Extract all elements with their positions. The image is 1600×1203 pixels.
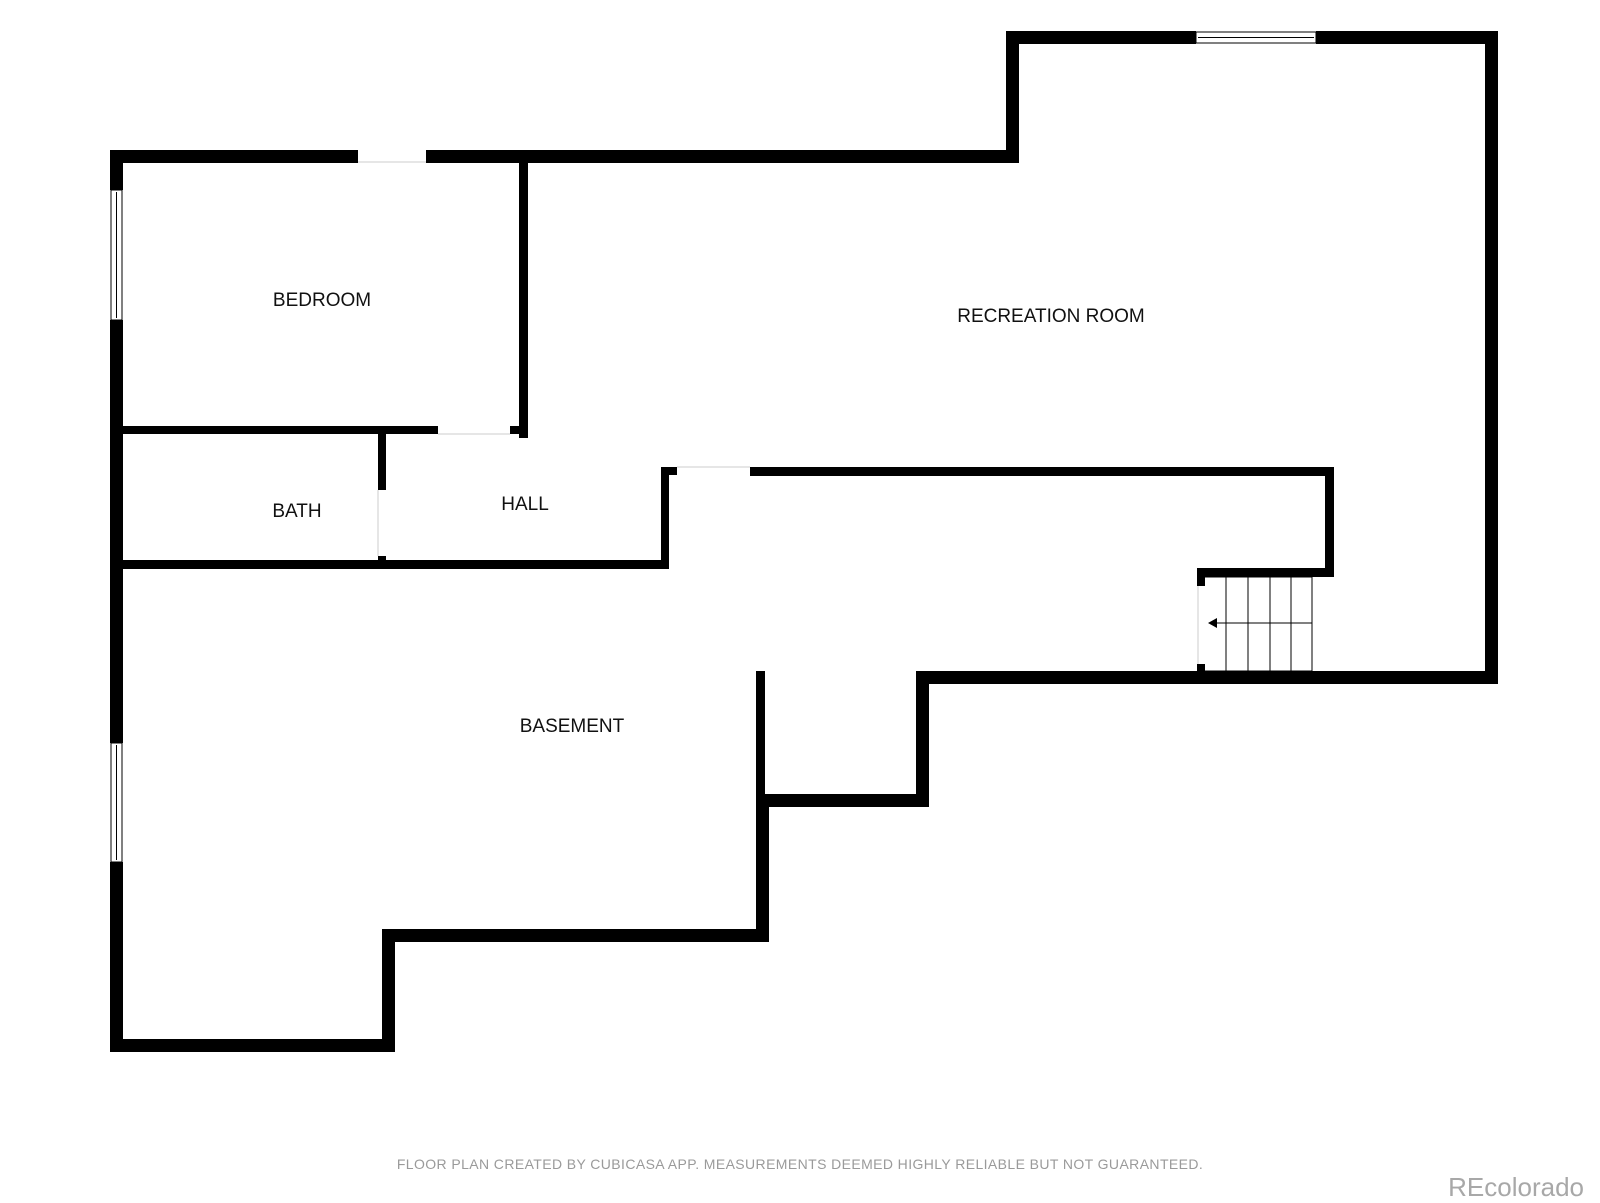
- wall: [110, 426, 438, 434]
- wall: [110, 1039, 395, 1052]
- room-label-bath: BATH: [272, 501, 321, 522]
- wall: [1316, 31, 1498, 44]
- wall: [1197, 664, 1205, 676]
- wall: [1197, 568, 1205, 586]
- wall: [110, 150, 358, 163]
- wall: [378, 430, 386, 490]
- wall: [916, 671, 1498, 684]
- wall: [756, 671, 765, 806]
- wall: [110, 150, 123, 190]
- room-label-basement: BASEMENT: [520, 716, 625, 737]
- wall: [756, 794, 929, 807]
- wall: [750, 467, 1333, 476]
- wall: [661, 467, 677, 475]
- room-label-bedroom: BEDROOM: [273, 290, 371, 311]
- wall: [426, 150, 1019, 163]
- room-label-hall: HALL: [501, 494, 549, 515]
- wall: [756, 794, 769, 942]
- wall: [1006, 31, 1019, 163]
- stairs: [1205, 576, 1313, 672]
- windows: [110, 31, 1317, 863]
- walls: [110, 31, 1498, 1052]
- wall: [510, 426, 528, 434]
- wall: [661, 467, 669, 569]
- wall: [110, 560, 669, 569]
- stair-arrow-icon: [1208, 618, 1217, 628]
- door-openings: [358, 161, 1199, 664]
- disclaimer-note: FLOOR PLAN CREATED BY CUBICASA APP. MEAS…: [396, 1156, 1204, 1172]
- wall: [1006, 31, 1196, 44]
- wall: [519, 150, 528, 438]
- wall: [110, 320, 123, 743]
- wall: [1485, 31, 1498, 684]
- wall: [1197, 568, 1334, 577]
- wall: [916, 671, 929, 807]
- wall: [382, 929, 395, 1052]
- brand-watermark: REcolorado: [1448, 1172, 1584, 1202]
- room-label-recreation-room: RECREATION ROOM: [957, 306, 1145, 327]
- wall: [382, 929, 769, 942]
- wall: [1325, 467, 1334, 577]
- wall: [110, 862, 123, 1052]
